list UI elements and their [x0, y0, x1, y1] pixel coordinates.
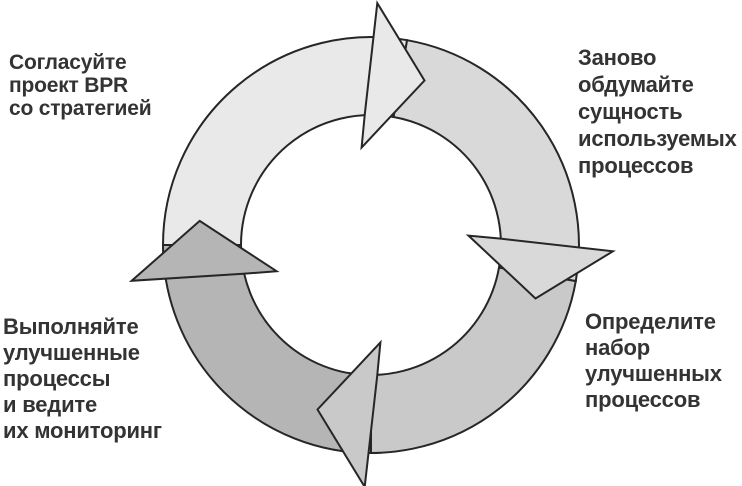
- label-rethink-used-processes: Заново обдумайте сущность используемых п…: [578, 45, 737, 178]
- arrow-bottom-head: [316, 339, 382, 486]
- arrow-left-head: [128, 219, 280, 282]
- arrow-top-head: [360, 0, 426, 151]
- label-define-improved-processes: Определите набор улучшенных процессов: [585, 309, 722, 412]
- label-execute-and-monitor-processes: Выполняйте улучшенные процессы и ведите …: [3, 314, 162, 443]
- arrow-right-head: [465, 234, 616, 300]
- cycle-arrows-group: [128, 0, 616, 486]
- label-align-bpr-with-strategy: Согласуйте проект BPR со стратегией: [9, 51, 152, 120]
